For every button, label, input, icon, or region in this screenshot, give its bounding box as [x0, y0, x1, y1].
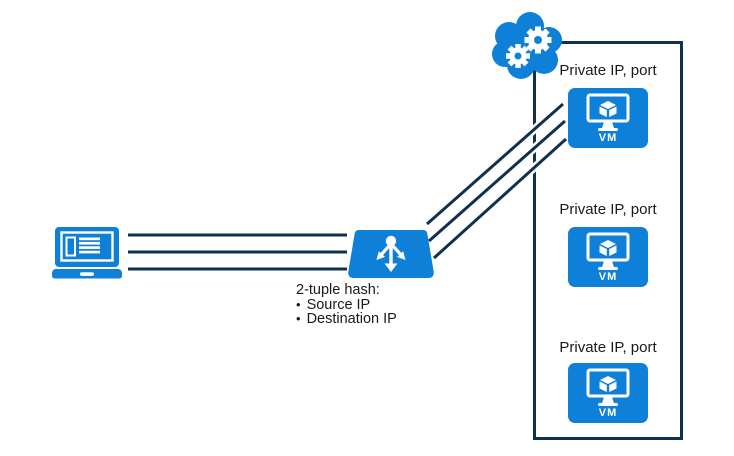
hash-item-source-ip: • Source IP [296, 296, 397, 313]
cube-icon [599, 240, 617, 256]
vm-badge: VM [598, 407, 618, 419]
hash-caption-title: 2-tuple hash: [296, 282, 380, 298]
hash-item-label: Source IP [306, 296, 371, 313]
hash-item-label: Destination IP [306, 311, 397, 327]
vm3: VM [568, 363, 648, 423]
gear-icon [506, 44, 530, 68]
vm1-label: Private IP, port [559, 62, 657, 79]
vm-badge: VM [598, 271, 618, 283]
cube-icon [599, 101, 617, 117]
bullet-icon: • [296, 296, 301, 312]
vm-monitor-icon [586, 368, 630, 406]
laptop-icon [52, 227, 122, 279]
balance-arrows-glyph [376, 235, 406, 272]
cloud-gears-icon [492, 12, 562, 79]
hash-caption: 2-tuple hash: • Source IP • Destination IP [296, 282, 397, 327]
vm-monitor-icon [586, 93, 630, 131]
vm1: VM [568, 88, 648, 148]
load-balancer [348, 230, 434, 278]
cube-icon [599, 376, 617, 392]
gear-icon [524, 26, 552, 54]
lb-flow-lines [426, 102, 568, 260]
cloud-service [489, 9, 565, 81]
vm3-label: Private IP, port [559, 339, 657, 356]
vm2: VM [568, 227, 648, 287]
client-laptop [52, 227, 122, 279]
vm2-label: Private IP, port [559, 201, 657, 218]
client-flow-lines [128, 233, 347, 271]
backend-pool-box [533, 41, 683, 440]
vm-badge: VM [598, 132, 618, 144]
vm-monitor-icon [586, 232, 630, 270]
bullet-icon: • [296, 311, 301, 326]
load-balancer-icon [348, 230, 434, 278]
hash-item-destination-ip: • Destination IP [296, 312, 397, 327]
